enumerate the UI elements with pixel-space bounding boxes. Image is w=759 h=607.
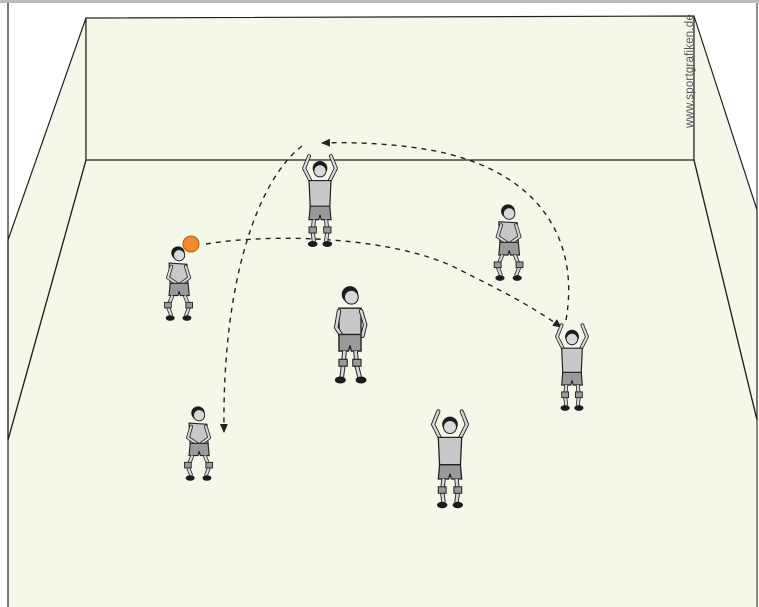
court — [8, 3, 759, 607]
watermark-text: www.sportgrafiken.de — [684, 0, 698, 128]
court-floor — [8, 160, 759, 607]
back-wall — [86, 16, 694, 160]
volleyball-icon — [183, 236, 199, 252]
